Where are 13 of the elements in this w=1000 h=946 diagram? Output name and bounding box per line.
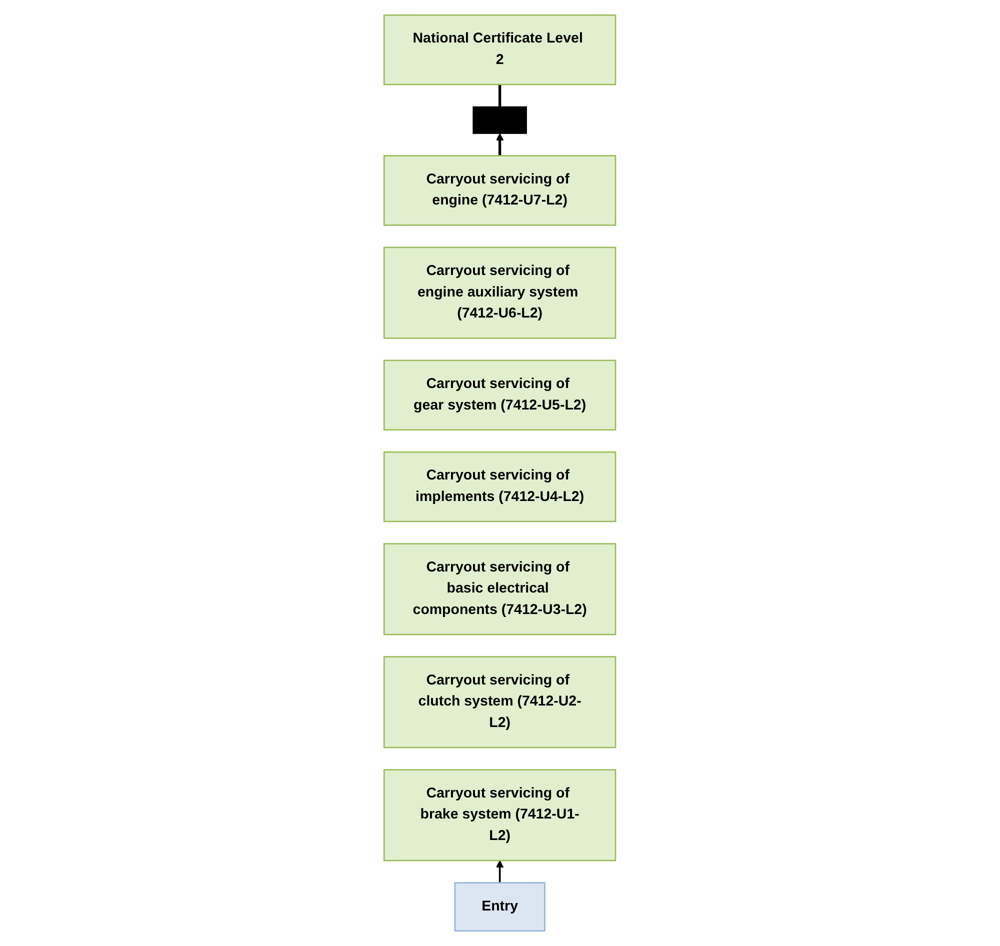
- node-box: National Certificate Level 2: [384, 14, 616, 86]
- node-box: Carryout servicing of clutch system (7412-U2-L2): [384, 656, 616, 748]
- node-box: Carryout servicing of implements (7412-U4-L2): [384, 451, 616, 522]
- node-box: Carryout servicing of brake system (7412-U1-L2): [384, 769, 616, 862]
- arrow: [496, 860, 504, 883]
- node-bar: [472, 106, 528, 134]
- connector: [498, 84, 502, 107]
- arrow: [496, 133, 504, 156]
- node-box: Carryout servicing of basic electrical components (7412-U3-L2): [384, 543, 616, 636]
- node-box: Carryout servicing of gear system (7412-U5-L2): [384, 360, 616, 430]
- node-box: Entry: [454, 882, 546, 932]
- node-box: Carryout servicing of engine (7412-U7-L2): [384, 155, 616, 226]
- node-box: Carryout servicing of engine auxiliary system (7412-U6-L2): [384, 246, 616, 339]
